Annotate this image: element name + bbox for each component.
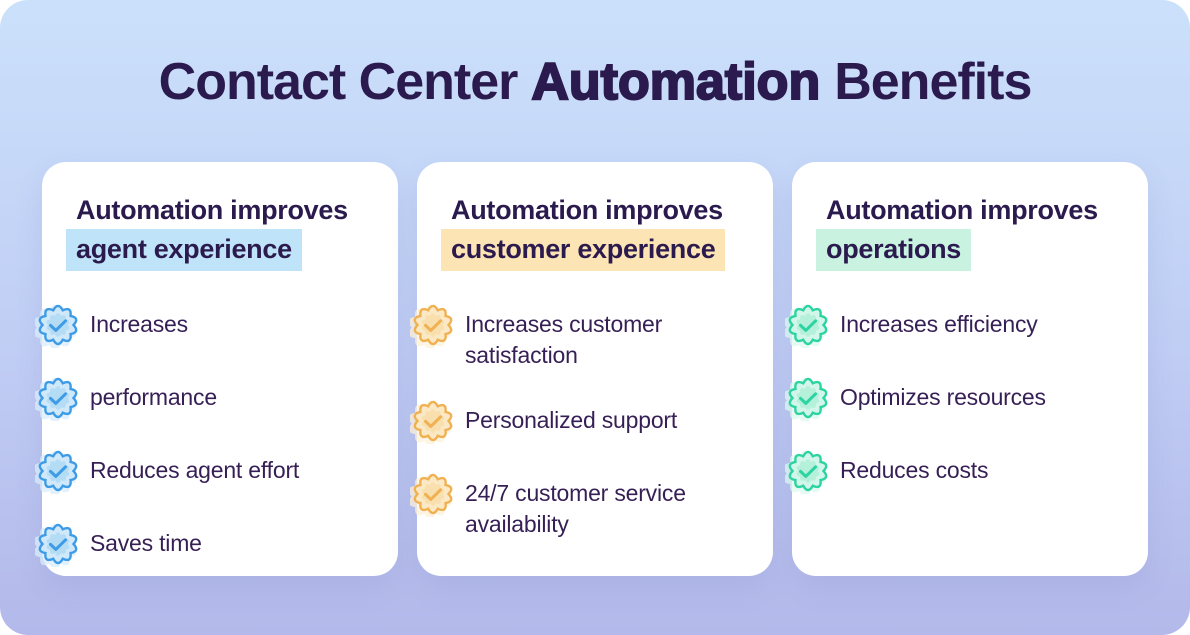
item-label: Optimizes resources xyxy=(840,384,1046,410)
card-heading-line1: Automation improves xyxy=(451,195,723,225)
benefit-card-agent-experience: Automation improves agent experience Inc… xyxy=(35,162,398,576)
benefit-list: Increases efficiency Optimizes resources… xyxy=(785,304,1122,494)
check-seal-icon xyxy=(35,450,78,494)
title-prefix: Contact Center xyxy=(158,53,519,111)
list-item: performance xyxy=(35,377,372,421)
check-seal-icon xyxy=(785,304,828,348)
check-seal-icon xyxy=(410,473,453,517)
title-suffix: Benefits xyxy=(834,53,1032,111)
list-item: Reduces costs xyxy=(785,450,1122,494)
item-label: Increases customer satisfaction xyxy=(465,311,663,368)
list-item: Increases xyxy=(35,304,372,348)
item-label: Increases efficiency xyxy=(840,311,1038,337)
check-seal-icon xyxy=(410,304,453,348)
check-seal-icon xyxy=(35,523,78,567)
item-label: Saves time xyxy=(90,530,202,556)
list-item: Increases efficiency xyxy=(785,304,1122,348)
item-label: 24/7 customer service availability xyxy=(465,480,686,537)
check-seal-icon xyxy=(410,400,453,444)
list-item: Optimizes resources xyxy=(785,377,1122,421)
check-seal-icon xyxy=(785,377,828,421)
item-label: performance xyxy=(90,384,217,410)
card-heading-highlight: agent experience xyxy=(66,229,302,271)
check-seal-icon xyxy=(35,377,78,421)
benefit-list: Increases performance Reduces agent effo… xyxy=(35,304,372,567)
list-item: Increases customer satisfaction xyxy=(410,304,747,371)
card-heading: Automation improves customer experience xyxy=(441,192,747,271)
list-item: Personalized support xyxy=(410,400,747,444)
list-item: Reduces agent effort xyxy=(35,450,372,494)
item-label: Increases xyxy=(90,311,188,337)
card-heading-highlight: customer experience xyxy=(441,229,726,271)
list-item: Saves time xyxy=(35,523,372,567)
card-heading-highlight: operations xyxy=(816,229,972,271)
card-heading-line1: Automation improves xyxy=(76,195,348,225)
list-item: 24/7 customer service availability xyxy=(410,473,747,540)
card-heading-line1: Automation improves xyxy=(826,195,1098,225)
check-seal-icon xyxy=(35,304,78,348)
benefit-list: Increases customer satisfaction Personal… xyxy=(410,304,747,540)
item-label: Personalized support xyxy=(465,407,678,433)
benefit-cards-row: Automation improves agent experience Inc… xyxy=(35,162,1148,576)
card-heading: Automation improves agent experience xyxy=(66,192,372,271)
title-emphasis: Automation xyxy=(530,52,821,112)
card-heading: Automation improves operations xyxy=(816,192,1122,271)
benefit-card-customer-experience: Automation improves customer experience … xyxy=(410,162,773,576)
check-seal-icon xyxy=(785,450,828,494)
item-label: Reduces agent effort xyxy=(90,457,300,483)
item-label: Reduces costs xyxy=(840,457,989,483)
benefit-card-operations: Automation improves operations Increases… xyxy=(785,162,1148,576)
